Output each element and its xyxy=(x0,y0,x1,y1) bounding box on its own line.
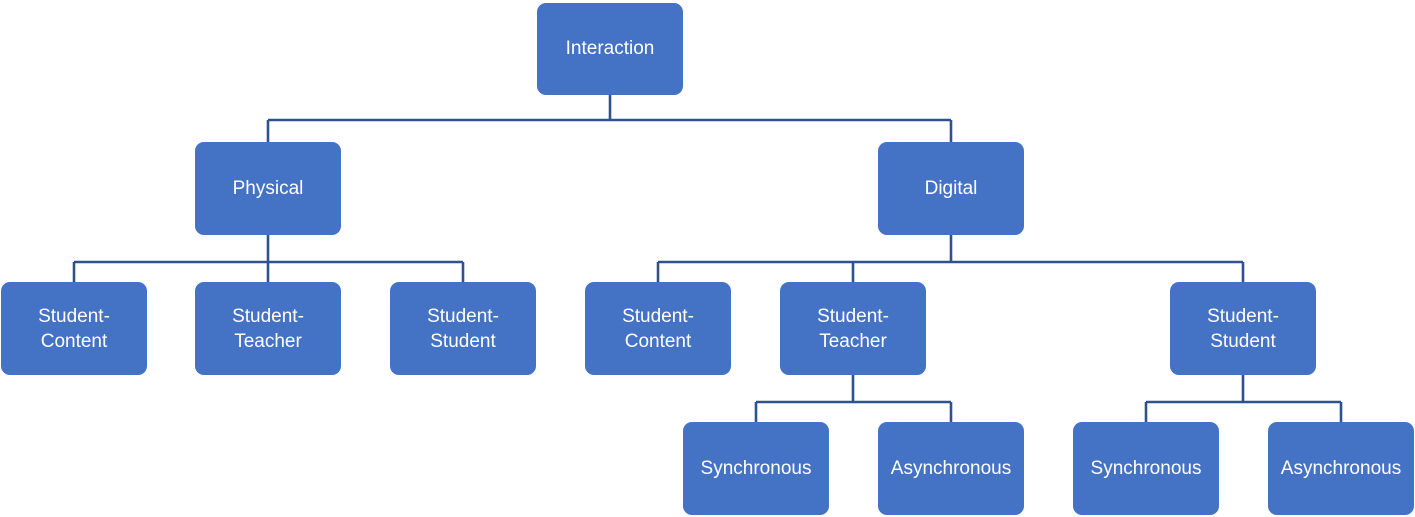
node-digital-teacher-synchronous-box[interactable] xyxy=(683,422,829,515)
node-digital-student-student-label-line2: Student xyxy=(1210,331,1276,352)
node-digital-teacher-asynchronous-box[interactable] xyxy=(878,422,1024,515)
node-digital-student-asynchronous-label: Asynchronous xyxy=(1281,458,1401,479)
node-physical-student-teacher-label-line2: Teacher xyxy=(234,331,302,352)
node-digital[interactable]: Digital xyxy=(878,142,1024,235)
node-digital-student-synchronous[interactable]: Synchronous xyxy=(1073,422,1219,515)
node-digital-box[interactable] xyxy=(878,142,1024,235)
node-digital-student-student-label-line1: Student- xyxy=(1207,306,1279,327)
node-physical[interactable]: Physical xyxy=(195,142,341,235)
node-digital-student-teacher[interactable]: Student- Teacher xyxy=(780,282,926,375)
node-interaction[interactable]: Interaction xyxy=(537,3,683,95)
node-physical-student-teacher-label-line1: Student- xyxy=(232,306,304,327)
node-physical-student-content-label-line2: Content xyxy=(41,331,108,352)
node-physical-box[interactable] xyxy=(195,142,341,235)
node-interaction-label: Interaction xyxy=(566,38,655,59)
node-physical-student-content[interactable]: Student- Content xyxy=(1,282,147,375)
node-digital-label: Digital xyxy=(925,178,978,199)
node-physical-student-student-box[interactable] xyxy=(390,282,536,375)
node-digital-student-content[interactable]: Student- Content xyxy=(585,282,731,375)
node-digital-student-teacher-box[interactable] xyxy=(780,282,926,375)
node-digital-student-teacher-label-line1: Student- xyxy=(817,306,889,327)
node-digital-student-content-box[interactable] xyxy=(585,282,731,375)
node-digital-student-student[interactable]: Student- Student xyxy=(1170,282,1316,375)
node-digital-student-asynchronous[interactable]: Asynchronous xyxy=(1268,422,1414,515)
node-digital-student-synchronous-box[interactable] xyxy=(1073,422,1219,515)
node-digital-student-student-box[interactable] xyxy=(1170,282,1316,375)
node-interaction-box[interactable] xyxy=(537,3,683,95)
node-digital-student-asynchronous-box[interactable] xyxy=(1268,422,1414,515)
node-digital-student-content-label-line2: Content xyxy=(625,331,692,352)
node-physical-student-student-label-line2: Student xyxy=(430,331,496,352)
node-physical-student-content-label-line1: Student- xyxy=(38,306,110,327)
node-physical-student-student-label-line1: Student- xyxy=(427,306,499,327)
node-physical-student-teacher[interactable]: Student- Teacher xyxy=(195,282,341,375)
connector-group xyxy=(72,95,1343,422)
node-physical-label: Physical xyxy=(233,178,304,199)
node-digital-teacher-asynchronous[interactable]: Asynchronous xyxy=(878,422,1024,515)
node-physical-student-student[interactable]: Student- Student xyxy=(390,282,536,375)
node-digital-student-synchronous-label: Synchronous xyxy=(1091,458,1202,479)
node-digital-teacher-synchronous-label: Synchronous xyxy=(701,458,812,479)
node-digital-teacher-synchronous[interactable]: Synchronous xyxy=(683,422,829,515)
node-physical-student-teacher-box[interactable] xyxy=(195,282,341,375)
node-digital-teacher-asynchronous-label: Asynchronous xyxy=(891,458,1011,479)
node-digital-student-teacher-label-line2: Teacher xyxy=(819,331,887,352)
node-physical-student-content-box[interactable] xyxy=(1,282,147,375)
node-digital-student-content-label-line1: Student- xyxy=(622,306,694,327)
